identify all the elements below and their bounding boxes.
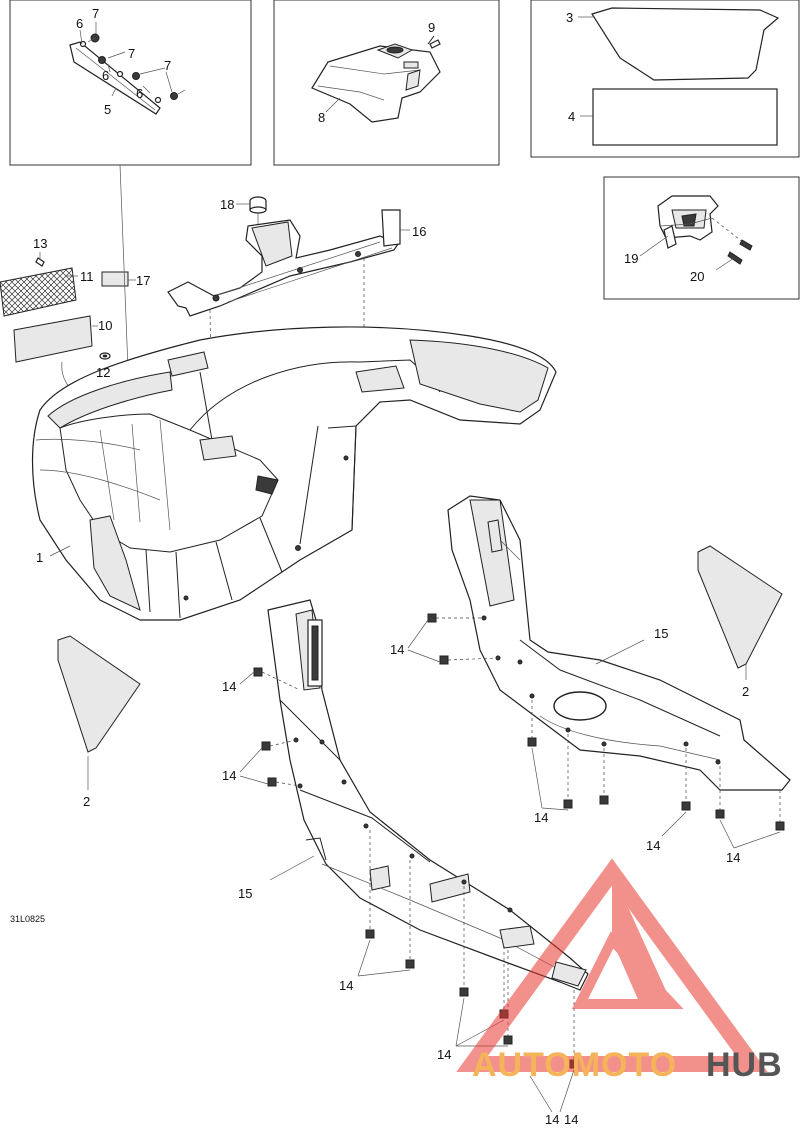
callout-label: 5 xyxy=(104,102,111,117)
callout-label: 14 xyxy=(646,838,660,853)
bracket-part xyxy=(167,209,401,317)
callout-label: 14 xyxy=(564,1112,578,1127)
callout-label: 16 xyxy=(412,224,426,239)
callout-label: 18 xyxy=(220,197,234,212)
plate-part xyxy=(101,271,129,287)
callout-label: 14 xyxy=(545,1112,559,1127)
callout-label: 15 xyxy=(654,626,668,641)
callout-label: 19 xyxy=(624,251,638,266)
hood-part xyxy=(31,326,557,621)
mesh-part xyxy=(0,267,77,317)
callout-label: 6 xyxy=(136,86,143,101)
callout-label: 7 xyxy=(92,6,99,21)
callout-label: 15 xyxy=(238,886,252,901)
inset-box-cover xyxy=(273,0,500,166)
pad-part xyxy=(13,315,93,363)
callout-label: 3 xyxy=(566,10,573,25)
cover-part xyxy=(311,43,441,123)
callout-label: 10 xyxy=(98,318,112,333)
callout-label: 12 xyxy=(96,365,110,380)
callout-label: 7 xyxy=(128,46,135,61)
callout-label: 13 xyxy=(33,236,47,251)
watermark-text-auto: AUTOMOTO xyxy=(472,1046,677,1084)
callout-label: 2 xyxy=(83,794,90,809)
callout-label: 6 xyxy=(76,16,83,31)
watermark-logo xyxy=(456,858,768,1072)
clip-part xyxy=(657,195,719,249)
side-panel-left xyxy=(57,635,141,753)
knob-part xyxy=(249,196,267,224)
callout-label: 14 xyxy=(339,978,353,993)
callout-label: 8 xyxy=(318,110,325,125)
callout-label: 2 xyxy=(742,684,749,699)
callout-label: 17 xyxy=(136,273,150,288)
decal-3 xyxy=(591,7,780,81)
callout-label: 11 xyxy=(80,269,94,284)
inset-box-clip xyxy=(603,176,800,300)
decal-4 xyxy=(592,88,778,146)
callout-label: 14 xyxy=(437,1047,451,1062)
callout-label: 6 xyxy=(102,68,109,83)
lower-bracket-right xyxy=(447,495,791,791)
callout-label: 14 xyxy=(222,768,236,783)
callout-label: 14 xyxy=(534,810,548,825)
side-panel-right xyxy=(697,545,783,669)
callout-label: 14 xyxy=(726,850,740,865)
callout-label: 20 xyxy=(690,269,704,284)
callout-label: 9 xyxy=(428,20,435,35)
inset-box-decals xyxy=(530,0,800,158)
trim-strip-part xyxy=(69,33,186,115)
diagram-code: 31L0825 xyxy=(10,914,45,924)
inset-box-trim-strip xyxy=(9,0,252,166)
callout-label: 14 xyxy=(390,642,404,657)
callout-label: 4 xyxy=(568,109,575,124)
callout-label: 7 xyxy=(164,58,171,73)
callout-label: 1 xyxy=(36,550,43,565)
watermark-text-hub: HUB xyxy=(706,1046,783,1084)
callout-label: 14 xyxy=(222,679,236,694)
